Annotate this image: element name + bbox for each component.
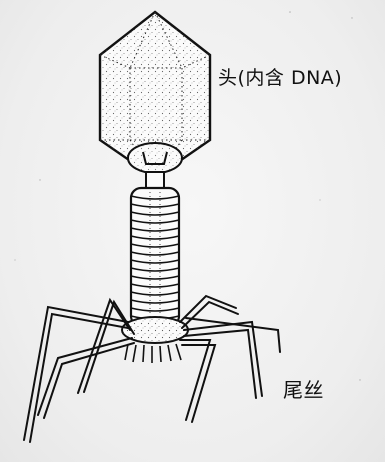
tail-fiber-label: 尾丝 [283,374,324,403]
head-label: 头(内含 DNA) [218,63,342,90]
phage-tail-sheath [131,188,179,326]
phage-collar [128,143,182,190]
phage-base-plate [122,317,188,363]
